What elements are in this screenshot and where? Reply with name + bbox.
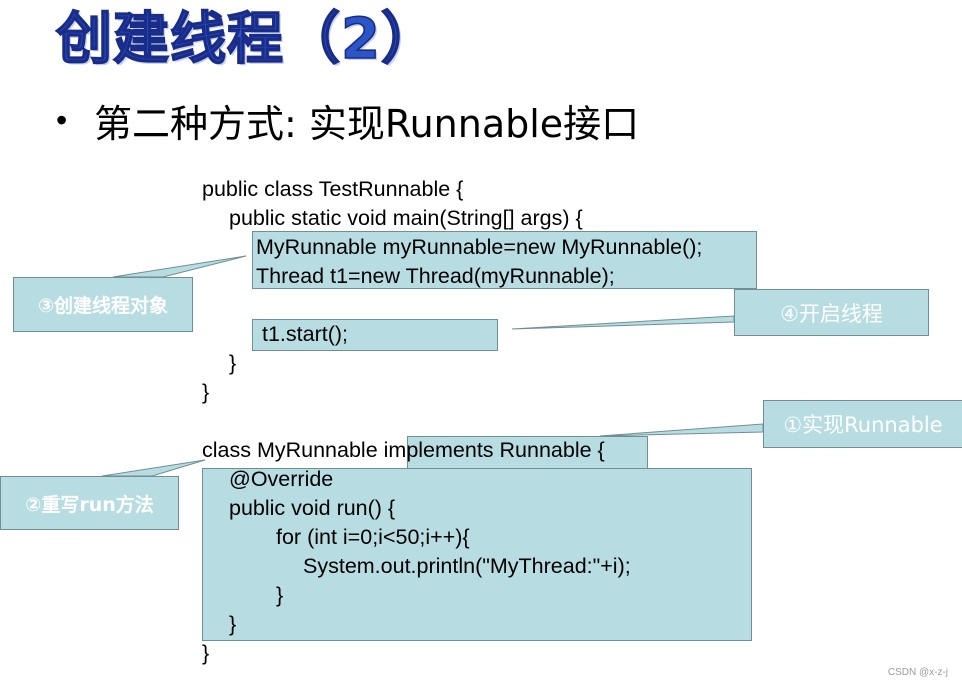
highlight-run-method: [202, 468, 752, 641]
code-line: Thread t1=new Thread(myRunnable);: [256, 264, 615, 288]
code-line: }: [229, 351, 237, 375]
slide-title: 创建线程（2）: [55, 6, 438, 73]
code-line: class MyRunnable implements Runnable {: [202, 438, 605, 462]
pointer-implement-runnable: [599, 423, 764, 437]
pointer-start-thread: [511, 315, 735, 330]
callout-create-object: ③创建线程对象: [13, 277, 193, 332]
code-line: @Override: [229, 467, 334, 491]
bullet-text: 第二种方式: 实现Runnable接口: [94, 102, 640, 146]
highlight-object-creation: [252, 231, 757, 289]
code-line: System.out.println("MyThread:"+i);: [303, 554, 631, 578]
watermark: CSDN @x-z-j: [887, 667, 948, 678]
code-line: }: [276, 583, 284, 607]
code-line: }: [202, 641, 210, 665]
pointer-create-object: [112, 255, 247, 278]
code-line: t1.start();: [262, 322, 349, 346]
code-line: public void run() {: [229, 496, 396, 520]
bullet-dot: •: [56, 102, 68, 138]
code-block: public class TestRunnable { public static…: [202, 175, 702, 668]
code-line: public static void main(String[] args) {: [229, 206, 583, 230]
callout-override-run: ②重写run方法: [0, 476, 179, 530]
pointer-override-run: [101, 459, 206, 477]
code-line: public class TestRunnable {: [202, 177, 464, 201]
code-line: for (int i=0;i<50;i++){: [276, 525, 470, 549]
code-line: MyRunnable myRunnable=new MyRunnable();: [256, 235, 703, 259]
callout-start-thread: ④开启线程: [734, 289, 929, 336]
code-line: }: [229, 612, 237, 636]
callout-implement-runnable: ①实现Runnable: [763, 400, 962, 448]
highlight-start-call: [252, 319, 498, 351]
code-line: }: [202, 380, 210, 404]
